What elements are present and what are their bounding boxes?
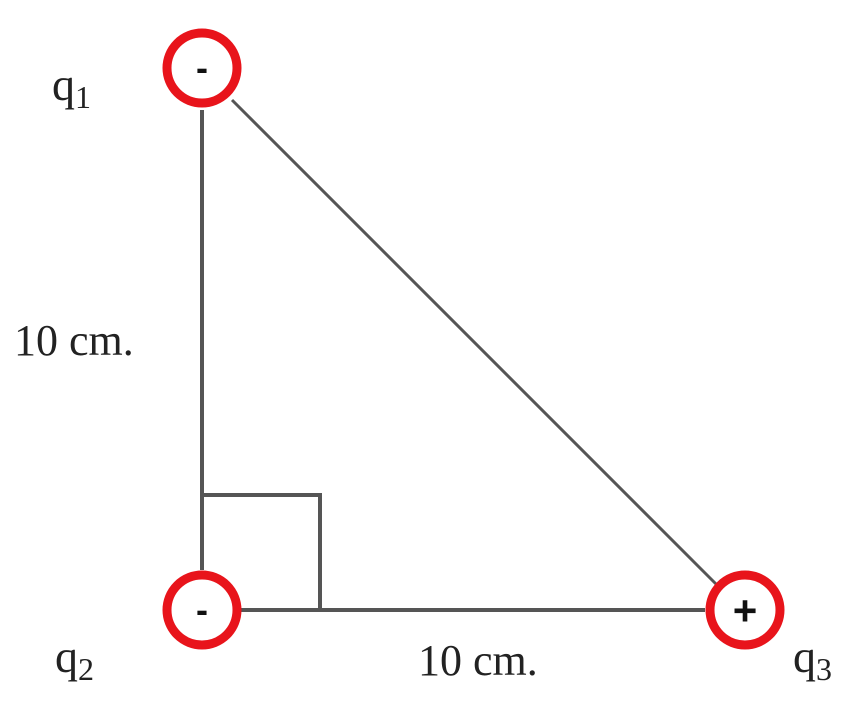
charge-q2-label: q2 bbox=[55, 631, 94, 687]
charge-q1-label-sub: 1 bbox=[75, 79, 91, 115]
charge-q3-label-main: q bbox=[793, 631, 816, 682]
charge-q1-label-main: q bbox=[52, 59, 75, 110]
charge-q1-sign: - bbox=[196, 47, 208, 88]
charge-q3-sign: + bbox=[733, 587, 758, 634]
charge-q2-label-main: q bbox=[55, 631, 78, 682]
charge-q3: + bbox=[705, 570, 785, 650]
right-angle-marker bbox=[202, 493, 322, 610]
charge-q3-ring bbox=[705, 570, 785, 650]
hypotenuse-line bbox=[230, 98, 718, 586]
charge-q2-label-sub: 2 bbox=[78, 651, 94, 687]
charge-q1-label: q1 bbox=[52, 59, 91, 115]
vertical-dimension-label: 10 cm. bbox=[14, 316, 134, 365]
horizontal-dimension-label: 10 cm. bbox=[418, 636, 538, 685]
charge-q1: - bbox=[162, 28, 242, 108]
charge-q3-label: q3 bbox=[793, 631, 832, 687]
charge-q2: - bbox=[162, 570, 242, 650]
charge-q3-label-sub: 3 bbox=[816, 651, 832, 687]
charge-q1-ring bbox=[162, 28, 242, 108]
charge-q2-ring bbox=[162, 570, 242, 650]
charge-q2-sign: - bbox=[196, 589, 208, 630]
